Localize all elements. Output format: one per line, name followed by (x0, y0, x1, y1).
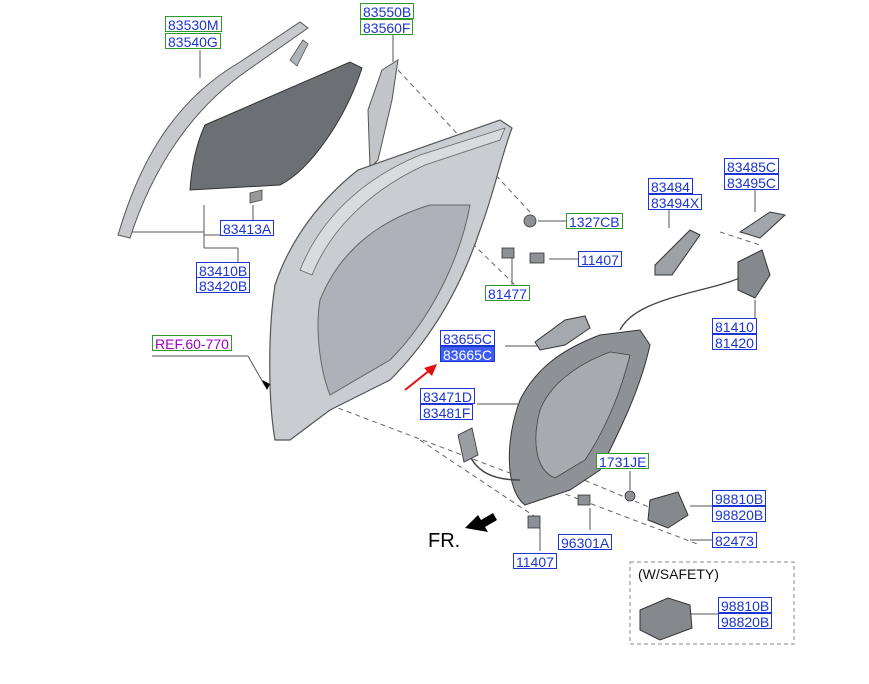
part-label-81420[interactable]: 81420 (712, 334, 757, 351)
safety-variant-box (629, 561, 795, 645)
ref-arrowhead (262, 380, 270, 390)
window-motor-part (647, 491, 689, 529)
part-label-82473[interactable]: 82473 (712, 532, 757, 549)
part-label-83530m[interactable]: 83530M (165, 16, 222, 33)
window-run-channel-part (117, 21, 309, 239)
part-label-83413a[interactable]: 83413A (220, 220, 275, 237)
part-label-83471d[interactable]: 83471D (420, 388, 476, 405)
window-channel-tip (289, 39, 309, 67)
bolts (501, 214, 636, 529)
part-label-83484[interactable]: 83484 (648, 178, 693, 195)
part-label-11407-bottom[interactable]: 11407 (513, 553, 557, 570)
part-label-83495c[interactable]: 83495C (724, 174, 780, 191)
front-direction-arrow (465, 513, 497, 532)
door-latch-part (737, 249, 771, 299)
door-frame-upper (299, 127, 506, 276)
door-inner-cutout (317, 204, 471, 396)
front-direction-label: FR. (428, 530, 461, 552)
part-label-1327cb[interactable]: 1327CB (566, 213, 623, 230)
pointer-arrowhead (424, 364, 437, 376)
part-label-98820b-safety[interactable]: 98820B (718, 613, 773, 630)
part-label-83410b[interactable]: 83410B (196, 262, 251, 279)
division-channel-part (367, 59, 399, 170)
glass-clip-part (249, 189, 263, 204)
lock-rod-part (738, 211, 787, 239)
part-label-83665c-highlighted[interactable]: 83665C (440, 346, 496, 363)
part-label-83560f[interactable]: 83560F (360, 19, 414, 36)
part-label-11407-top[interactable]: 11407 (578, 251, 622, 268)
inside-handle-part (654, 229, 701, 276)
part-label-98820b[interactable]: 98820B (712, 506, 767, 523)
part-label-81477[interactable]: 81477 (485, 285, 530, 302)
pointer-arrow-shaft (404, 369, 431, 391)
outside-handle-part (534, 315, 591, 351)
window-motor-safety-part (639, 597, 693, 641)
part-label-81410[interactable]: 81410 (712, 318, 757, 335)
regulator-module-inner (535, 351, 631, 479)
part-label-83494x[interactable]: 83494X (648, 194, 703, 211)
harness-connector-part (457, 427, 479, 463)
part-label-83485c[interactable]: 83485C (724, 158, 780, 175)
ref-label-60-770[interactable]: REF.60-770 (152, 335, 232, 352)
part-label-83655c[interactable]: 83655C (440, 330, 496, 347)
part-label-96301a[interactable]: 96301A (558, 534, 613, 551)
part-label-98810b-safety[interactable]: 98810B (718, 597, 773, 614)
part-label-83540g[interactable]: 83540G (165, 33, 221, 50)
part-label-83420b[interactable]: 83420B (196, 277, 251, 294)
part-label-83550b[interactable]: 83550B (360, 3, 415, 20)
door-glass-part (189, 61, 363, 191)
part-label-1731je[interactable]: 1731JE (596, 453, 650, 470)
part-label-98810b[interactable]: 98810B (712, 490, 767, 507)
safety-variant-caption: (W/SAFETY) (638, 566, 719, 582)
part-label-83481f[interactable]: 83481F (420, 404, 474, 421)
